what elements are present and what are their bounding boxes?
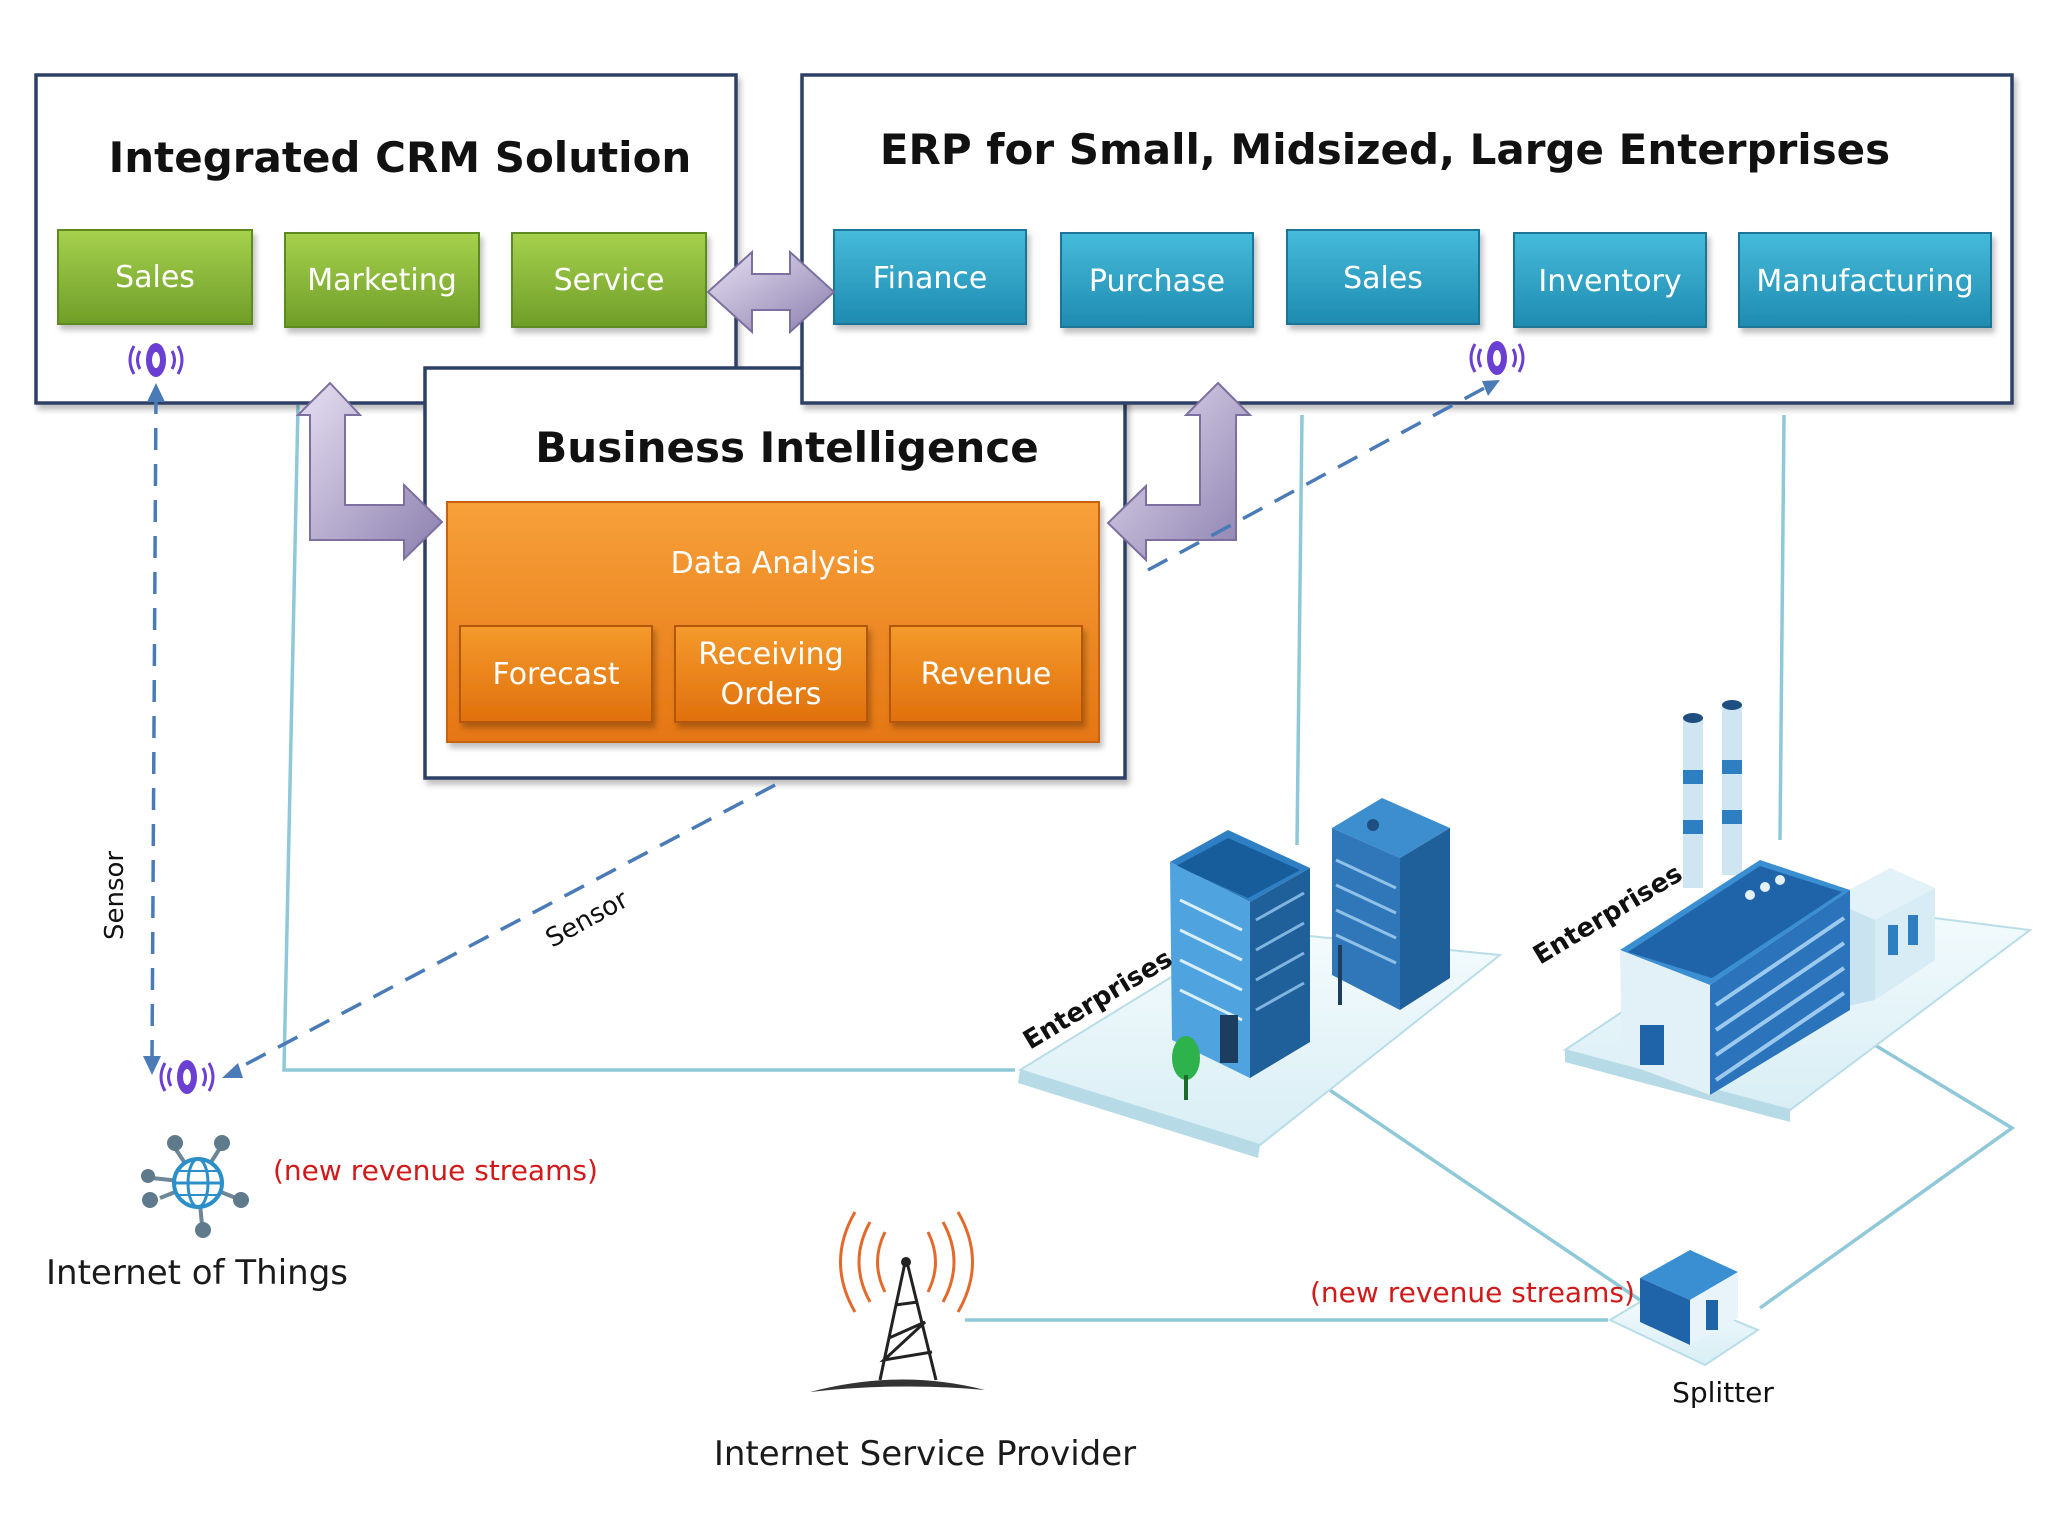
office-buildings-illustration [1017,798,1503,1158]
erp-module-finance[interactable] [833,229,1027,325]
iot-sensor-icon [159,1058,215,1096]
splitter-label: Splitter [1672,1376,1774,1409]
erp-title: ERP for Small, Midsized, Large Enterpris… [880,125,1890,174]
crm-module-marketing-label: Marketing [307,263,457,298]
bi-module-revenue-label: Revenue [921,657,1052,692]
erp-module-manufacturing[interactable] [1738,232,1992,328]
erp-module-purchase-label: Purchase [1089,264,1225,299]
sensor-label-diagonal: Sensor [541,885,634,955]
erp-module-manufacturing-label: Manufacturing [1756,264,1973,299]
isp-label: Internet Service Provider [714,1434,1136,1474]
iot-revenue-label: (new revenue streams) [273,1154,598,1187]
crm-module-service[interactable] [511,232,707,328]
sensor-links [150,383,1491,1072]
splitter-illustration [1607,1250,1761,1367]
erp-module-inventory-label: Inventory [1538,264,1681,299]
sensor-arrowheads [143,380,1500,1078]
iot-label: Internet of Things [46,1253,348,1293]
crm-module-marketing[interactable] [284,232,480,328]
network-lines [282,404,2016,1322]
erp-module-finance-label: Finance [873,261,988,296]
erp-module-purchase[interactable] [1060,232,1254,328]
bi-module-forecast-label: Forecast [493,657,620,692]
bi-module-receiving-orders[interactable] [674,625,868,723]
erp-module-sales[interactable] [1286,229,1480,325]
bi-module-forecast[interactable] [459,625,653,723]
bi-module-receiving-label: Receiving [698,637,843,672]
erp-to-bi-arrow [1106,381,1253,563]
bi-module-revenue[interactable] [889,625,1083,723]
sensor-label-vertical: Sensor [100,851,130,940]
iot-globe-icon [141,1135,249,1238]
crm-module-service-label: Service [554,263,665,298]
crm-module-sales[interactable] [57,229,253,325]
isp-tower-icon [810,1211,985,1392]
bi-module-orders-label: Orders [721,677,822,712]
crm-erp-double-arrow [706,249,836,335]
erp-module-inventory[interactable] [1513,232,1707,328]
crm-to-bi-arrow [295,381,444,562]
data-analysis-label: Data Analysis [671,546,876,581]
crm-module-sales-label: Sales [115,260,195,295]
erp-modules: Finance Purchase Sales Inventory Manufac… [833,229,1992,328]
erp-module-sales-label: Sales [1343,261,1423,296]
bi-data-analysis: Data Analysis Forecast Receiving Orders … [446,501,1100,743]
crm-title: Integrated CRM Solution [109,133,692,182]
crm-modules: Sales Marketing Service [57,229,707,328]
bi-title: Business Intelligence [535,423,1038,472]
isp-revenue-label: (new revenue streams) [1310,1276,1635,1309]
factory-illustration [1562,700,2033,1122]
